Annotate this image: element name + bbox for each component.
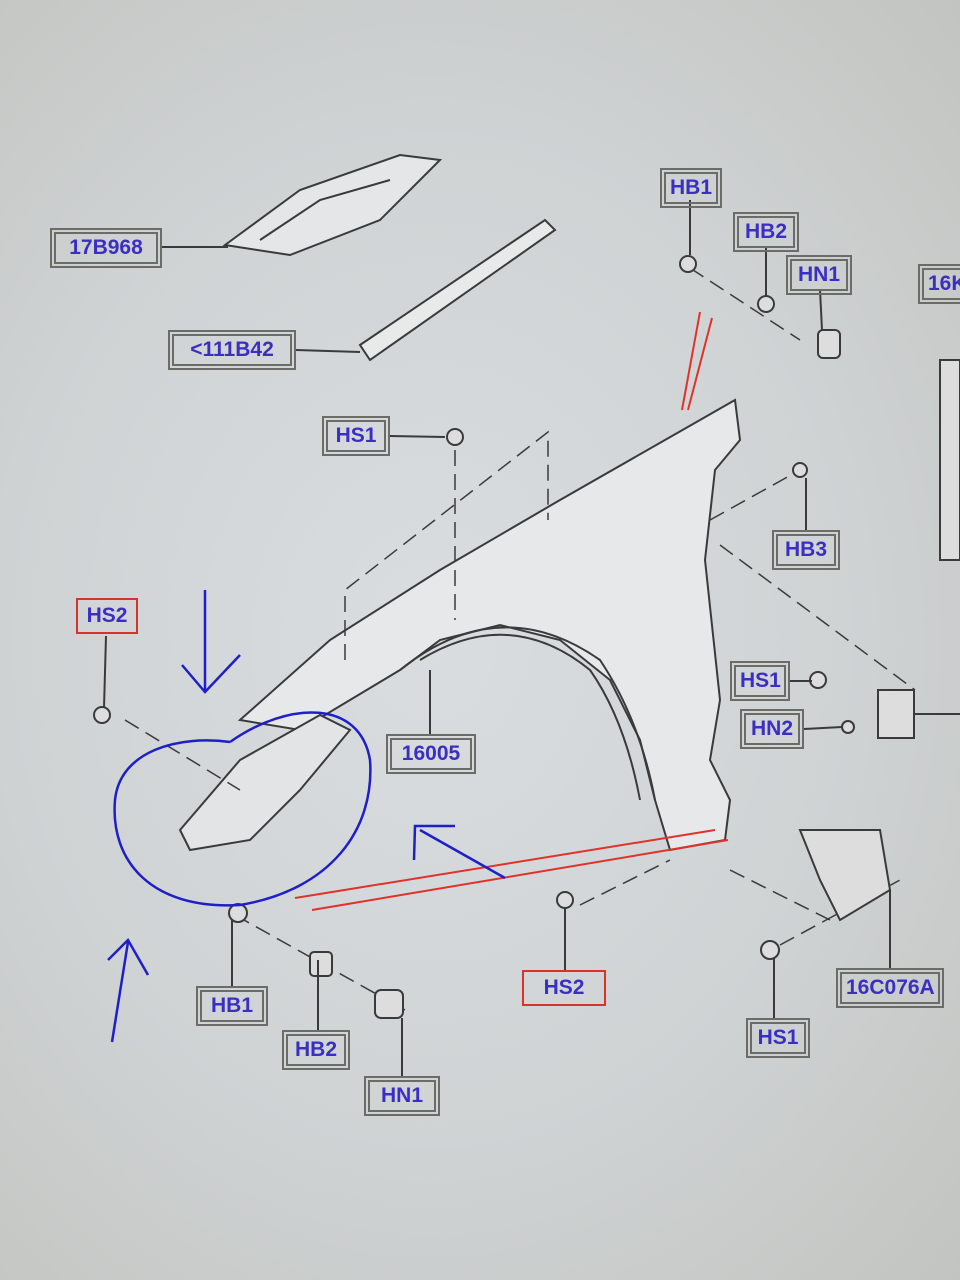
part-label-hb3[interactable]: HB3	[772, 530, 840, 570]
part-label-hs1-right[interactable]: HS1	[730, 661, 790, 701]
part-label-hs1-bottom[interactable]: HS1	[746, 1018, 810, 1058]
blue-annotation-marks	[107, 590, 506, 1043]
part-label-hs2-left-highlighted[interactable]: HS2	[76, 598, 138, 634]
part-label-hb1-top[interactable]: HB1	[660, 168, 722, 208]
fender-bracket-part	[178, 713, 352, 852]
highlight-circle	[113, 711, 372, 907]
part-label-16c076a[interactable]: 16C076A	[836, 968, 944, 1008]
diagonal-arrow	[412, 824, 506, 880]
part-label-hs2-bottom-highlighted[interactable]: HS2	[522, 970, 606, 1006]
part-label-hn1-top[interactable]: HN1	[786, 255, 852, 295]
brace-part	[798, 829, 892, 922]
part-label-hs1-mid[interactable]: HS1	[322, 416, 390, 456]
down-arrow	[181, 590, 241, 694]
up-arrow	[107, 937, 150, 1043]
part-label-hb2-bottom[interactable]: HB2	[282, 1030, 350, 1070]
vent-trim-part	[222, 153, 443, 257]
red-annotation-lines	[294, 311, 729, 911]
part-label-17b968[interactable]: 17B968	[50, 228, 162, 268]
part-label-hb2-top[interactable]: HB2	[733, 212, 799, 252]
trim-strip-part	[358, 218, 557, 362]
part-label-hn2[interactable]: HN2	[740, 709, 804, 749]
part-label-16k-partial[interactable]: 16K	[918, 264, 960, 304]
part-label-hn1-bottom[interactable]: HN1	[364, 1076, 440, 1116]
part-label-16005[interactable]: 16005	[386, 734, 476, 774]
fender-panel-part	[237, 398, 742, 852]
part-label-hb1-bottom[interactable]: HB1	[196, 986, 268, 1026]
part-label-111b42[interactable]: <111B42	[168, 330, 296, 370]
